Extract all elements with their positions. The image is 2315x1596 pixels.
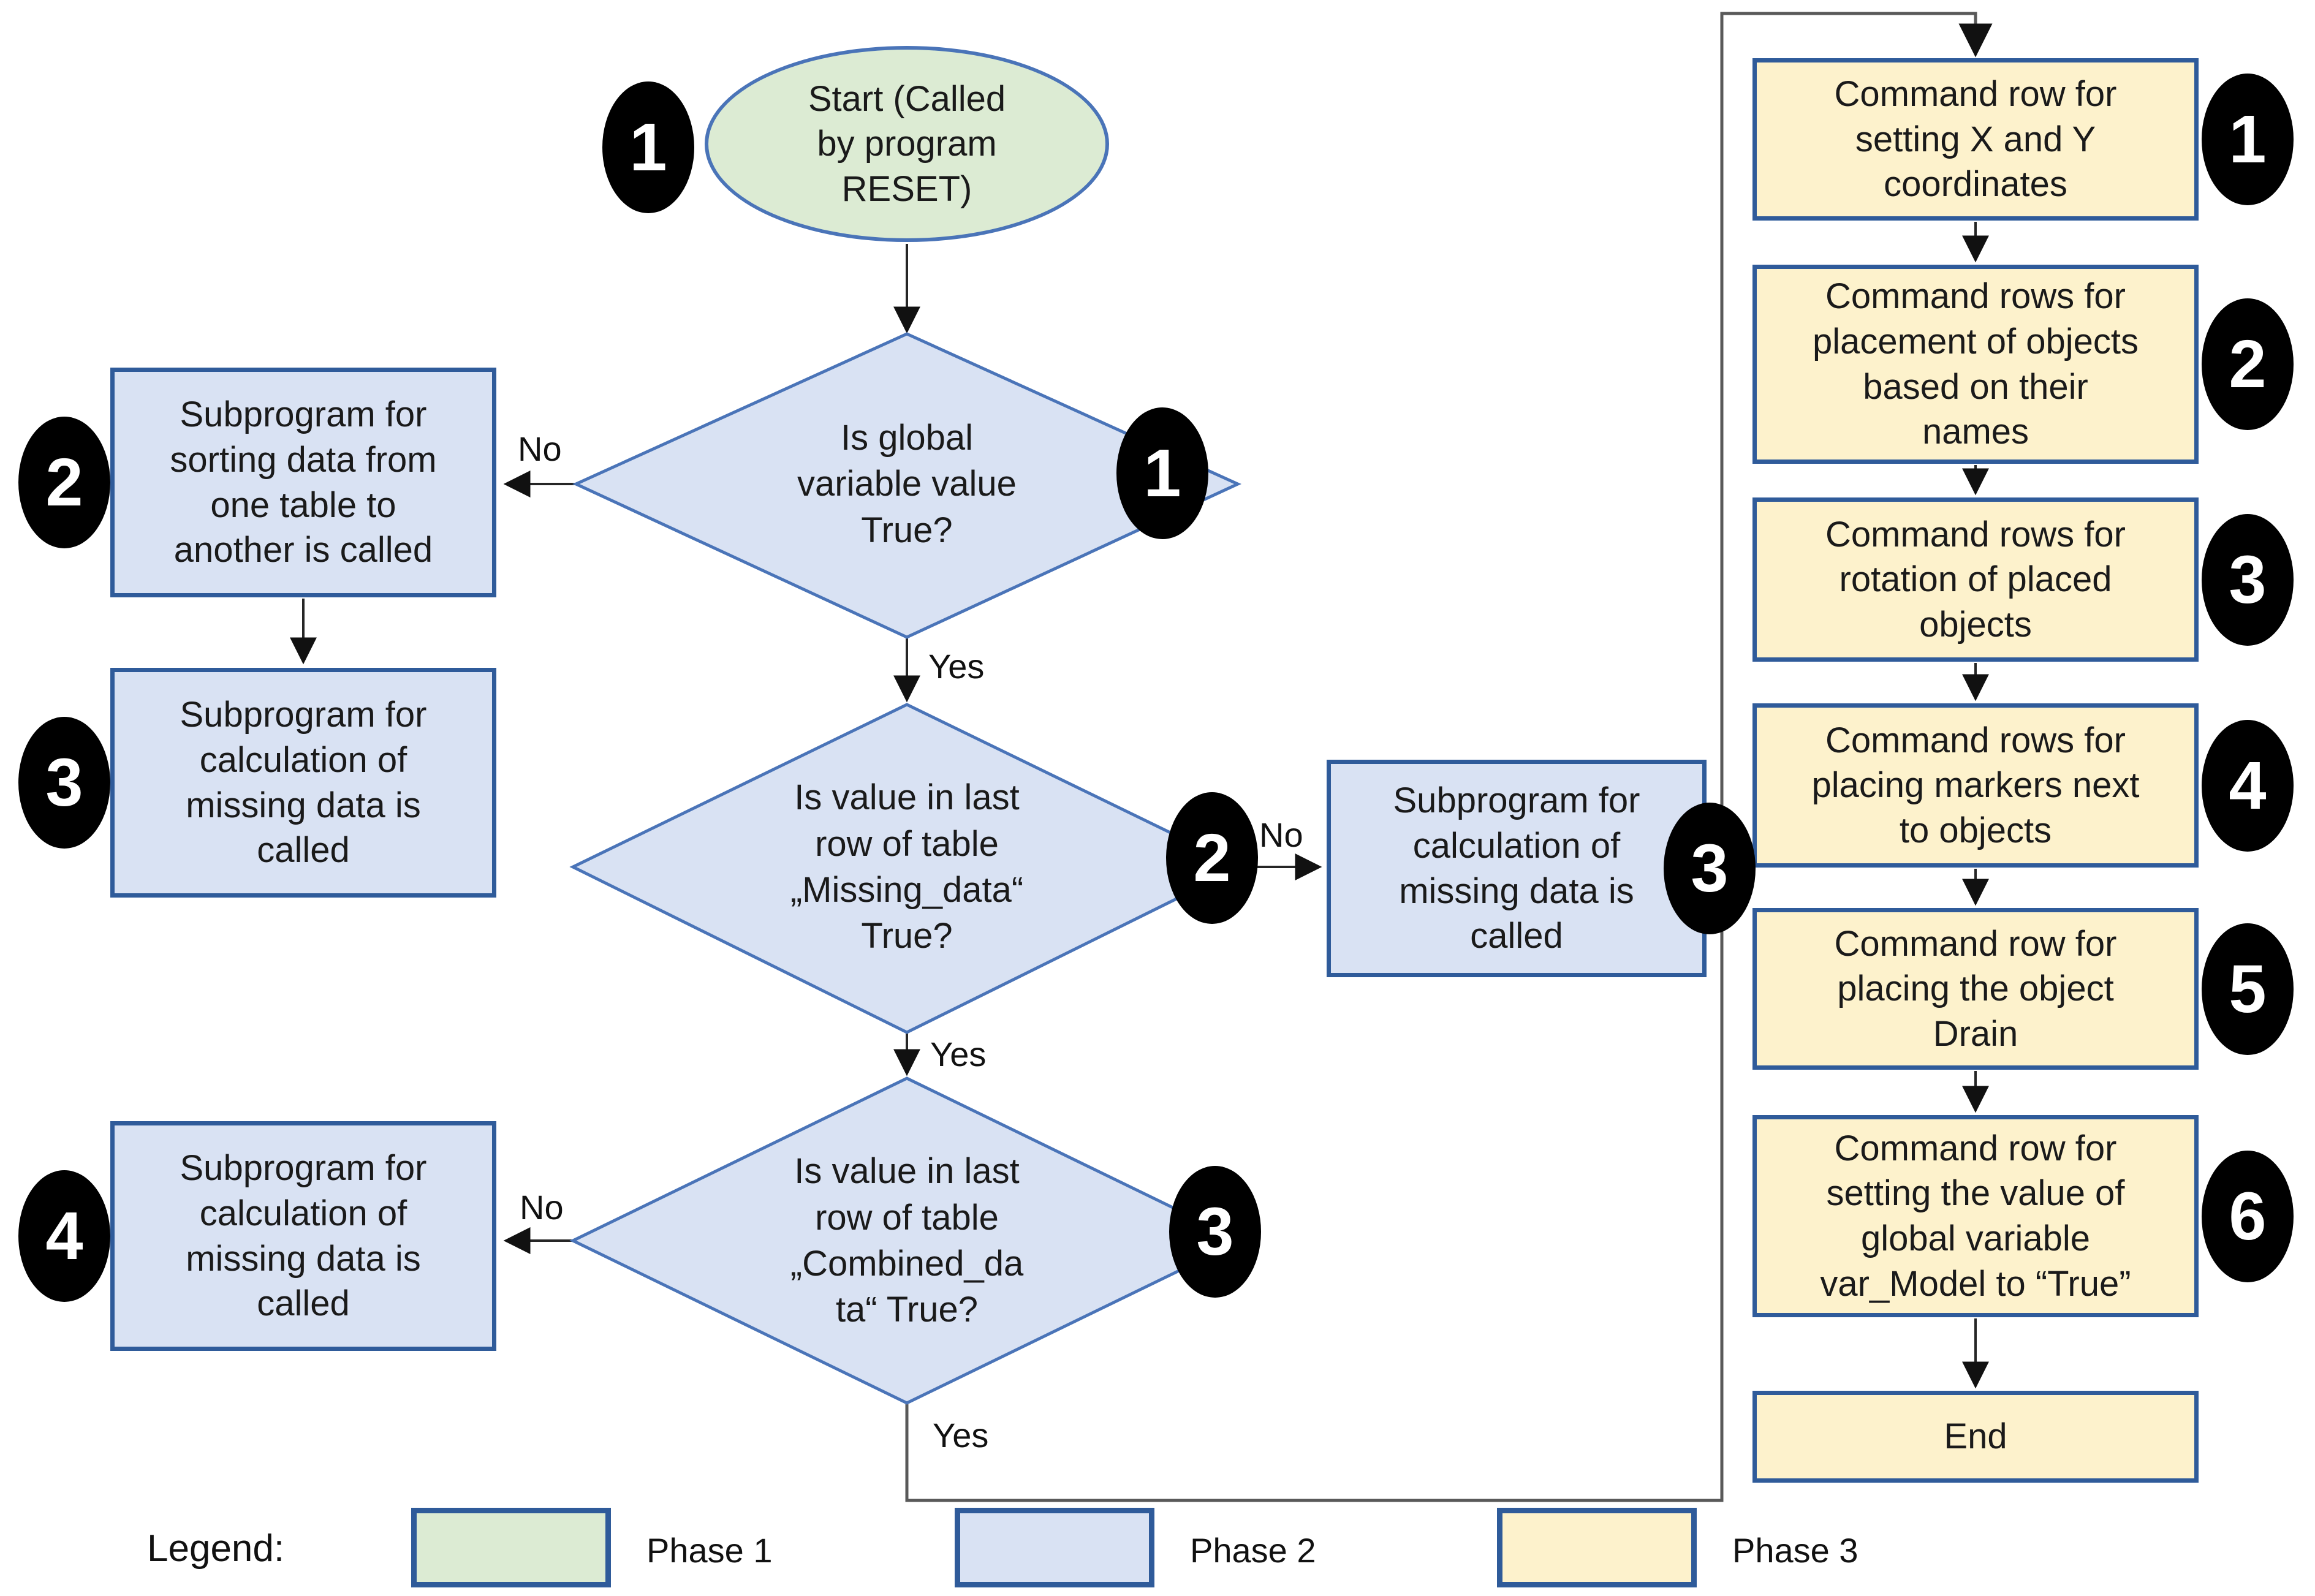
step-badge-r4: 4 bbox=[2202, 720, 2294, 852]
command-rotation-objects: Command rows for rotation of placed obje… bbox=[1752, 497, 2199, 662]
decision-missing-data-label: Is value in last row of table „Missing_d… bbox=[790, 777, 1024, 956]
step-badge-r3: 3 bbox=[2202, 514, 2294, 646]
step-badge-d3: 3 bbox=[1169, 1166, 1261, 1298]
edge-label-yes-d3: Yes bbox=[933, 1416, 989, 1454]
command-placing-markers: Command rows for placing markers next to… bbox=[1752, 703, 2199, 868]
legend-swatch-phase-1 bbox=[411, 1508, 611, 1587]
legend-swatch-phase-2 bbox=[955, 1508, 1154, 1587]
edge-label-yes-d1: Yes bbox=[928, 647, 985, 686]
edge-label-no-d3: No bbox=[520, 1188, 564, 1227]
step-badge-start: 1 bbox=[602, 81, 694, 213]
command-placement-objects: Command rows for placement of objects ba… bbox=[1752, 265, 2199, 464]
step-badge-m1: 3 bbox=[1664, 803, 1756, 934]
legend-title: Legend: bbox=[147, 1527, 285, 1570]
edge-label-yes-d2: Yes bbox=[930, 1035, 987, 1073]
command-set-var-model: Command row for setting the value of glo… bbox=[1752, 1115, 2199, 1317]
process-sorting-data: Subprogram for sorting data from one tab… bbox=[110, 368, 496, 597]
legend-swatch-phase-3 bbox=[1497, 1508, 1697, 1587]
command-placing-drain: Command row for placing the object Drain bbox=[1752, 908, 2199, 1070]
decision-combined-data-label: Is value in last row of table „Combined_… bbox=[790, 1151, 1024, 1330]
process-missing-data-left-2: Subprogram for calculation of missing da… bbox=[110, 1121, 496, 1351]
end-node: End bbox=[1752, 1391, 2199, 1483]
process-missing-data-left-1: Subprogram for calculation of missing da… bbox=[110, 668, 496, 898]
step-badge-l3: 4 bbox=[18, 1170, 110, 1302]
start-node: Start (Called by program RESET) bbox=[705, 46, 1109, 242]
edge-d3-yes-to-r1 bbox=[905, 12, 1993, 1502]
step-badge-l2: 3 bbox=[18, 717, 110, 849]
decision-global-variable-label: Is global variable value True? bbox=[797, 417, 1017, 550]
step-badge-r6: 6 bbox=[2202, 1151, 2294, 1282]
step-badge-d1: 1 bbox=[1116, 407, 1208, 539]
step-badge-d2: 2 bbox=[1166, 792, 1258, 924]
step-badge-l1: 2 bbox=[18, 417, 110, 548]
step-badge-r2: 2 bbox=[2202, 298, 2294, 430]
decision-combined-data-shape bbox=[569, 1076, 1245, 1405]
process-missing-data-middle: Subprogram for calculation of missing da… bbox=[1327, 760, 1707, 977]
edge-label-no-d1: No bbox=[518, 429, 562, 468]
edge-label-no-d2: No bbox=[1259, 815, 1303, 854]
command-set-xy: Command row for setting X and Y coordina… bbox=[1752, 58, 2199, 221]
legend-label-phase-3: Phase 3 bbox=[1732, 1531, 1858, 1570]
step-badge-r5: 5 bbox=[2202, 923, 2294, 1055]
step-badge-r1: 1 bbox=[2202, 74, 2294, 205]
legend-label-phase-1: Phase 1 bbox=[646, 1531, 773, 1570]
decision-missing-data-shape bbox=[569, 703, 1245, 1034]
legend-label-phase-2: Phase 2 bbox=[1190, 1531, 1316, 1570]
